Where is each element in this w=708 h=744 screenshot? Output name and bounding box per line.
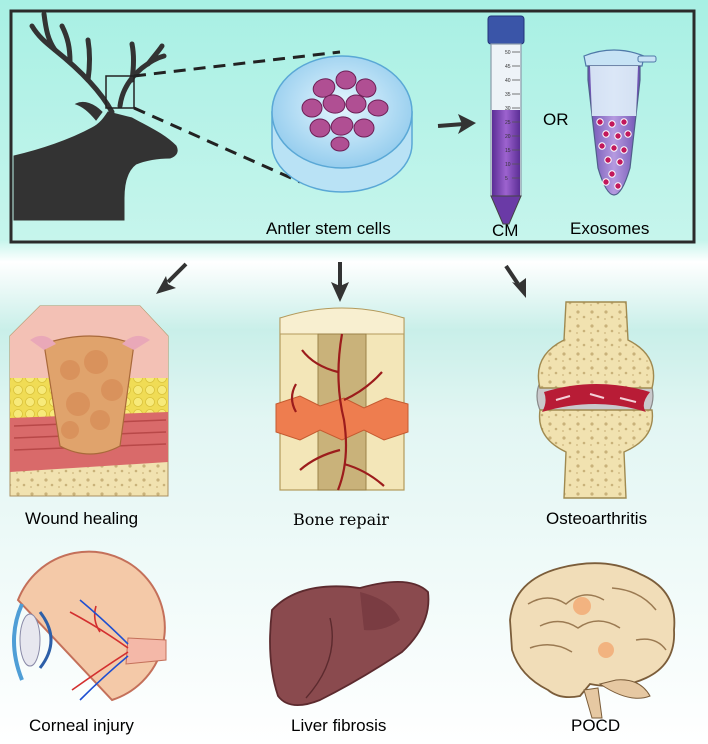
liver-fibrosis-label: Liver fibrosis [291,716,387,735]
corneal-injury-label: Corneal injury [29,716,134,735]
arrow-down-left [156,262,188,294]
bone-repair-illustration [275,307,409,491]
arrow-to-cm [437,114,476,134]
exosome-tube [583,49,657,196]
tube-tick-label: 50 [505,50,511,56]
petri-dish [271,55,413,193]
tube-tick-label: 10 [505,162,511,168]
deer-silhouette [13,11,178,221]
brain-illustration [509,562,676,719]
cm-tube: 50 45 40 35 30 25 20 15 10 5 [487,15,525,225]
tube-tick-label: 40 [505,78,511,84]
or-label: OR [543,110,569,129]
eye-illustration [12,550,167,702]
tube-tick-label: 20 [505,134,511,140]
arrow-down-center [331,262,349,302]
arrow-down-right [504,264,526,298]
wound-healing-label: Wound healing [25,509,139,528]
bone-repair-label: Bone repair [293,510,389,529]
cm-label: CM [492,221,519,240]
osteoarthritis-illustration [536,301,655,499]
zoom-line-top [133,50,341,78]
osteoarthritis-label: Osteoarthritis [546,509,648,528]
tube-tick-label: 45 [505,64,511,70]
tube-tick-label: 5 [505,176,508,182]
tube-tick-label: 15 [505,148,511,154]
stem-cells [301,70,389,152]
cm-tube-scale: 50 45 40 35 30 25 20 15 10 5 [505,50,520,182]
exosome-particles [596,118,632,190]
zoom-line-bottom [133,106,301,184]
top-panel-frame [9,9,696,244]
tube-tick-label: 25 [505,120,511,126]
wound-illustration [9,305,169,497]
antler-stem-cells-label: Antler stem cells [266,219,391,238]
tube-tick-label: 35 [505,92,511,98]
tube-tick-label: 30 [505,106,511,112]
exosomes-label: Exosomes [570,219,650,238]
antler-zoom-box [105,75,135,109]
liver-illustration [269,580,430,706]
pocd-label: POCD [571,716,621,735]
